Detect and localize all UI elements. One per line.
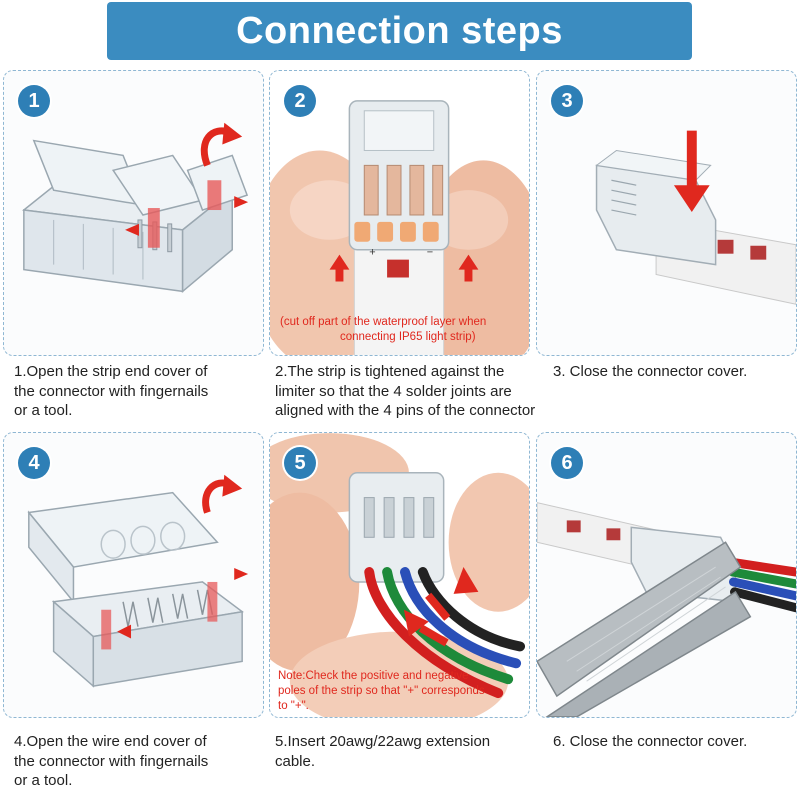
step-5-caption: 5.Insert 20awg/22awg extension cable.: [275, 732, 490, 771]
step-3-caption: 3. Close the connector cover.: [553, 362, 747, 382]
step-5-note-line-2: poles of the strip so that "+" correspon…: [278, 685, 485, 697]
step-2-badge: 2: [284, 85, 316, 117]
step-5-panel: 5 Note:Check the positive and negative p…: [269, 432, 530, 718]
step-5-caption-line-1: 5.Insert 20awg/22awg extension: [275, 733, 491, 750]
step-2-connector-illustration: + −: [270, 71, 529, 355]
step-5-note: Note:Check the positive and negative pol…: [278, 669, 485, 714]
page-title: Connection steps: [236, 9, 563, 52]
step-2-caption-line-2: limiter so that the 4 solder joints are: [275, 382, 512, 400]
title-banner: Connection steps: [107, 2, 692, 60]
step-2-caption-line-1: 2.The strip is tightened against the: [275, 363, 505, 380]
step-3-panel: 3: [536, 70, 797, 356]
step-5-caption-line-2: cable.: [275, 752, 316, 770]
step-4-connector-illustration: [27, 474, 249, 688]
step-2-panel: + − 2 (cut off part of the waterproof la…: [269, 70, 530, 356]
step-1-caption-line-3: or a tool.: [14, 402, 73, 419]
step-4-caption-line-2: the connector with fingernails: [14, 752, 209, 770]
step-5-note-line-3: to "+".: [278, 700, 309, 712]
step-4-caption-line-1: 4.Open the wire end cover of: [14, 733, 207, 750]
step-6-caption-line-1: 6. Close the connector cover.: [553, 733, 748, 750]
step-3-caption-line-1: 3. Close the connector cover.: [553, 363, 748, 380]
step-1-connector-illustration: [22, 122, 249, 293]
step-6-badge: 6: [551, 447, 583, 479]
step-5-connector-illustration: [270, 433, 529, 717]
step-3-connector-illustration: [595, 130, 796, 305]
step-2-note-line-1: (cut off part of the waterproof layer wh…: [280, 316, 487, 328]
step-1-badge: 1: [18, 85, 50, 117]
step-4-caption: 4.Open the wire end cover of the connect…: [14, 732, 208, 787]
step-2-caption-line-3: aligned with the 4 pins of the connector: [275, 402, 536, 419]
step-2-note: (cut off part of the waterproof layer wh…: [280, 315, 486, 345]
step-4-caption-line-3: or a tool.: [14, 772, 73, 787]
step-3-badge: 3: [551, 85, 583, 117]
step-4-badge: 4: [18, 447, 50, 479]
step-6-connector-illustration: [537, 502, 796, 717]
step-1-panel: 1: [3, 70, 264, 356]
step-5-note-line-1: Note:Check the positive and negative: [278, 670, 469, 682]
svg-text:+: +: [369, 247, 375, 259]
step-1-caption-line-1: 1.Open the strip end cover of: [14, 363, 208, 380]
step-2-note-line-2: connecting IP65 light strip): [340, 331, 476, 343]
svg-text:−: −: [427, 247, 433, 259]
step-1-caption: 1.Open the strip end cover of the connec…: [14, 362, 208, 421]
step-4-panel: 4: [3, 432, 264, 718]
step-6-panel: 6: [536, 432, 797, 718]
step-5-badge: 5: [284, 447, 316, 479]
step-6-caption: 6. Close the connector cover.: [553, 732, 747, 752]
step-2-caption: 2.The strip is tightened against the lim…: [275, 362, 535, 421]
step-1-caption-line-2: the connector with fingernails: [14, 382, 209, 400]
